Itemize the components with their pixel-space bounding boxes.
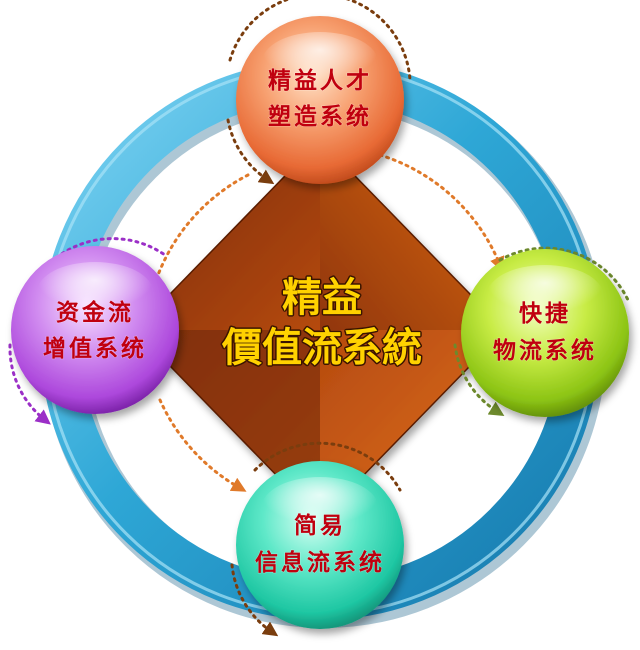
- node-information-flow-system: 简易 信息流系统: [230, 441, 404, 637]
- node-bottom-line1: 简易: [294, 512, 346, 539]
- node-capital-flow-system: 资金流 增值系统: [8, 237, 179, 425]
- inner-dotted-cycle: [156, 153, 505, 492]
- node-top-line1: 精益人才: [268, 67, 372, 94]
- center-title-line2: 價值流系統: [221, 325, 422, 371]
- node-logistics-system: 快捷 物流系统: [453, 246, 630, 417]
- node-right-line2: 物流系统: [493, 337, 597, 364]
- node-left-line2: 增值系统: [43, 335, 147, 362]
- node-left-line1: 资金流: [56, 299, 134, 326]
- node-top-line2: 塑造系统: [268, 103, 372, 130]
- node-talent-system: 精益人才 塑造系统: [226, 0, 412, 185]
- node-bottom-line2: 信息流系统: [255, 549, 385, 576]
- center-diamond: [133, 138, 507, 522]
- center-title-line1: 精益: [282, 275, 362, 321]
- node-right-line1: 快捷: [519, 300, 571, 327]
